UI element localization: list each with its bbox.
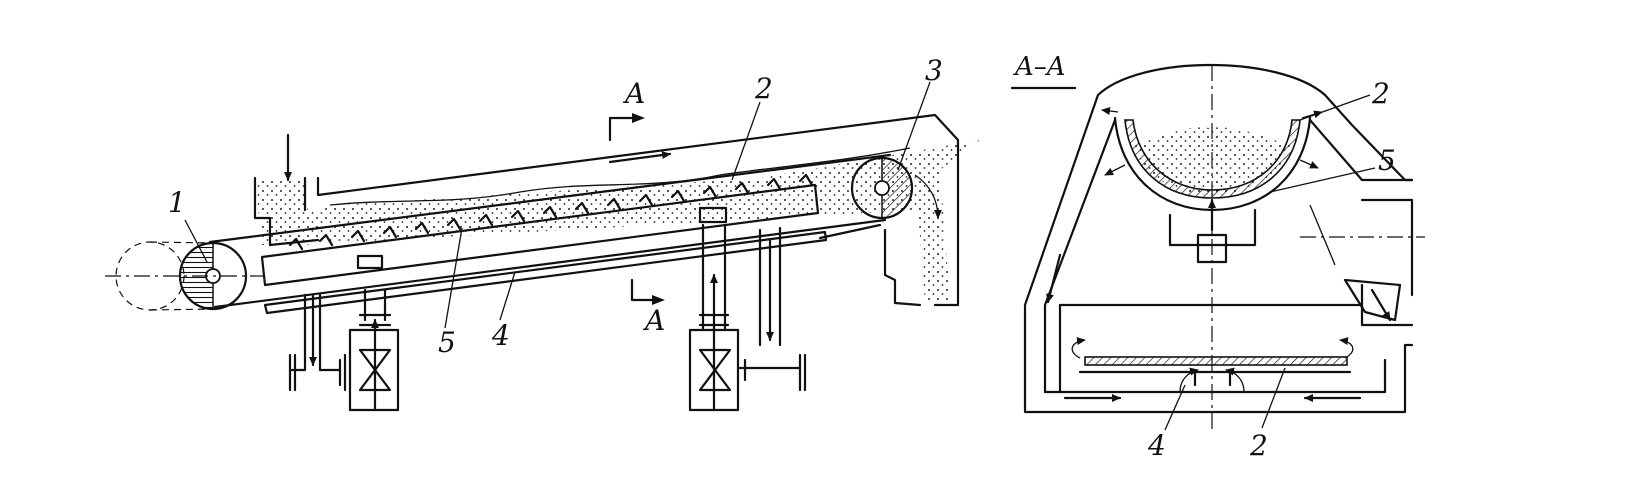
section-label-plate: 4 <box>1147 429 1166 462</box>
section-view: A–A <box>1010 52 1425 462</box>
label-bed: 5 <box>438 326 456 359</box>
section-bowl <box>1096 64 1327 264</box>
section-mark-top: A <box>608 77 645 142</box>
bottom-plate <box>263 230 828 315</box>
section-label-conveyor-bottom: 2 <box>1249 429 1268 462</box>
section-label-bed: 5 <box>1378 144 1396 177</box>
drum-right <box>850 156 942 220</box>
feed-hopper <box>253 133 980 303</box>
section-mark-bottom: A <box>630 278 665 337</box>
label-plate: 4 <box>491 319 510 352</box>
air-pipes-right <box>688 206 807 412</box>
main-labels: 1 2 3 5 4 <box>168 54 943 359</box>
label-conveyor: 2 <box>754 72 773 105</box>
section-flow-arrows <box>1046 107 1362 402</box>
label-drum-left: 1 <box>168 186 186 219</box>
section-title: A–A <box>1013 52 1066 82</box>
air-pipes-left <box>288 254 400 412</box>
section-letter-top: A <box>622 77 645 110</box>
label-drum-right: 3 <box>925 54 943 87</box>
material-surface <box>329 147 911 206</box>
drum-left <box>105 241 265 311</box>
section-housing <box>1023 93 1425 414</box>
main-view: A A 1 2 3 5 4 <box>105 54 980 412</box>
section-labels: 2 5 4 2 <box>1147 77 1396 462</box>
section-plate <box>1078 356 1352 387</box>
air-flow-arrow <box>608 151 672 164</box>
section-letter-bottom: A <box>642 304 665 337</box>
section-label-conveyor-top: 2 <box>1371 77 1390 110</box>
